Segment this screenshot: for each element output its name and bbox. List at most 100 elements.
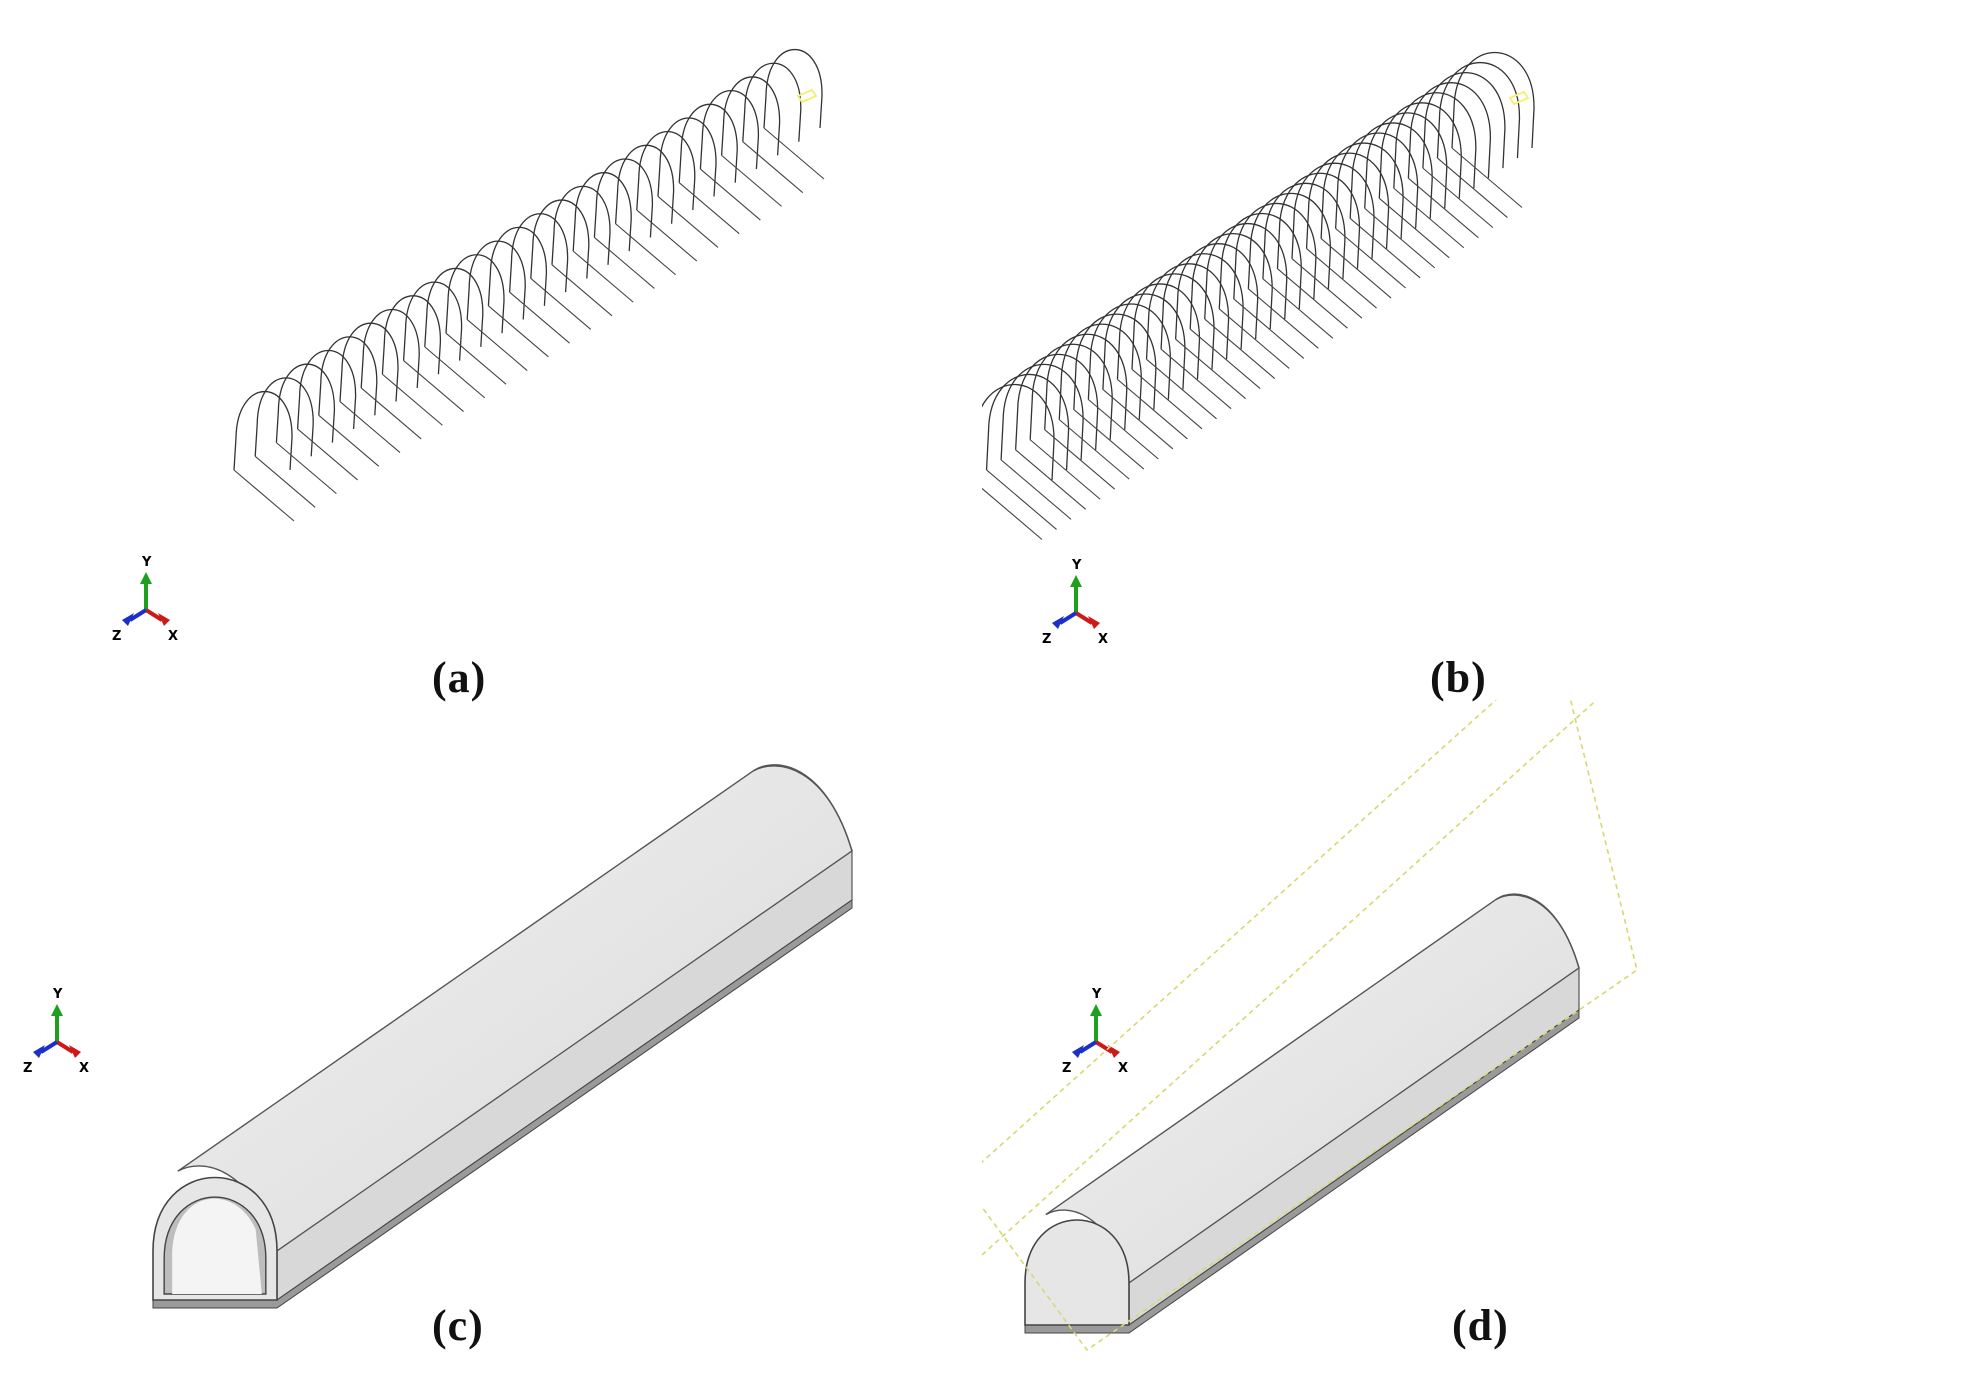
rib	[318, 336, 378, 416]
rib-leg	[488, 305, 549, 358]
rib	[1247, 192, 1332, 289]
rib	[1087, 303, 1172, 400]
triad-x-label: X	[79, 1061, 89, 1076]
rib	[508, 213, 569, 293]
rib-leg	[1029, 439, 1101, 500]
rib-leg	[742, 141, 804, 194]
rib	[254, 377, 314, 457]
rib-leg	[657, 195, 719, 248]
triad-x-arrow	[158, 613, 170, 626]
rib	[1422, 71, 1506, 169]
rib-leg	[551, 264, 613, 317]
dashed-outline	[982, 700, 1598, 1256]
triad-x-arrow	[1108, 1045, 1120, 1058]
rib	[402, 281, 463, 361]
rib	[1291, 162, 1375, 259]
triad-x-axis	[55, 1040, 75, 1054]
triad-z-axis	[1058, 611, 1078, 625]
rib-leg	[1175, 338, 1246, 400]
rib-leg	[1306, 248, 1377, 309]
rib-leg	[1408, 177, 1479, 239]
rib-leg	[1073, 409, 1145, 470]
back-arch	[752, 764, 853, 852]
rib	[1451, 51, 1535, 149]
rib-leg	[360, 387, 422, 440]
rib-leg	[1364, 207, 1436, 269]
triad-z-arrow	[1052, 616, 1064, 629]
rib-leg	[594, 237, 655, 289]
rib	[572, 172, 632, 252]
highlight-mark	[796, 88, 818, 104]
rib-leg	[572, 250, 634, 303]
rib	[1349, 122, 1433, 219]
rib-leg	[1262, 278, 1334, 339]
triad-x-arrow	[69, 1045, 81, 1058]
axis-triad: YXZ	[1062, 987, 1128, 1076]
rib	[1044, 333, 1128, 430]
rib	[1014, 353, 1099, 450]
rib	[466, 240, 526, 320]
rib	[487, 226, 548, 306]
rib	[593, 158, 654, 238]
panel-b: Y X Z	[982, 0, 1965, 690]
rib	[1305, 152, 1390, 249]
rib-leg	[1204, 318, 1276, 379]
rib	[1058, 323, 1142, 420]
rib-leg	[297, 428, 358, 481]
rib	[296, 349, 357, 430]
rib-leg	[276, 442, 337, 495]
dashed-outline-lower	[982, 700, 1638, 1352]
rib-leg	[1189, 328, 1261, 390]
axis-triad: YXZ	[23, 987, 89, 1076]
rib	[1320, 142, 1404, 239]
rib	[699, 89, 760, 170]
triad-z-arrow	[1072, 1045, 1084, 1058]
rib	[763, 48, 823, 129]
rib	[636, 131, 696, 211]
rib-leg	[763, 127, 825, 180]
triad-z-axis	[128, 608, 148, 622]
rib	[982, 383, 1055, 481]
rib-leg	[466, 319, 528, 371]
rib-leg	[1248, 288, 1319, 349]
triad-y-arrow	[1070, 575, 1082, 587]
rib-leg	[318, 414, 380, 467]
front-face	[1024, 1219, 1130, 1326]
triad-z-arrow	[33, 1045, 45, 1058]
rib-leg	[233, 469, 295, 522]
triad-x-axis	[144, 608, 164, 622]
rib	[678, 103, 738, 183]
caption-b: (b)	[1430, 653, 1487, 702]
rib	[1262, 182, 1346, 279]
rib	[1131, 273, 1215, 370]
rib-leg	[1277, 268, 1348, 329]
caption-d: (d)	[1452, 1301, 1509, 1350]
rib	[1116, 283, 1201, 380]
triad-z-label: Z	[1042, 632, 1051, 647]
rib-leg	[721, 154, 782, 207]
highlight-mark	[1508, 90, 1530, 106]
rib	[1218, 212, 1302, 310]
rib-leg	[1451, 147, 1523, 208]
triad-z-label: Z	[23, 1061, 32, 1076]
rib	[720, 76, 781, 156]
rib-leg	[1088, 399, 1159, 460]
triad-y-label: Y	[1091, 987, 1102, 1002]
rib	[1160, 253, 1244, 350]
triad-x-label: X	[1098, 632, 1108, 647]
rib	[381, 295, 442, 375]
solid-tunnel-c: YXZ	[23, 764, 853, 1309]
triad-y-label: Y	[141, 555, 152, 570]
triad-y-arrow	[140, 572, 152, 584]
tunnel-shell	[1045, 894, 1580, 1285]
rib-leg	[403, 360, 464, 412]
rib-leg	[339, 401, 401, 454]
rib	[530, 199, 590, 279]
triad-x-axis	[1074, 611, 1094, 625]
rib-leg	[1349, 218, 1421, 279]
rib-leg	[530, 278, 592, 330]
rib-leg	[1378, 197, 1450, 259]
triad-y-label: Y	[1071, 558, 1082, 573]
